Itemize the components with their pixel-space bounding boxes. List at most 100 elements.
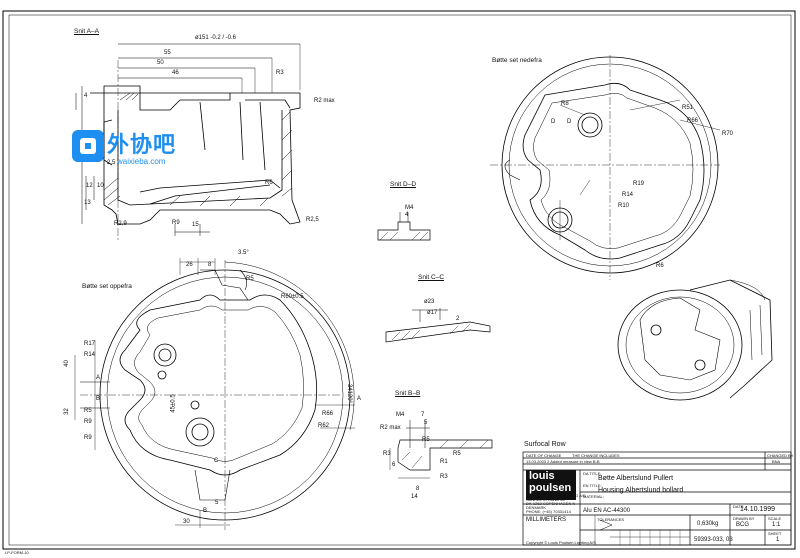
dim-2-cc: 2 — [456, 316, 460, 322]
weight-value: 0,630kg — [697, 521, 719, 527]
dim-55: 55 — [164, 50, 171, 56]
section-bb-title: Snit B–B — [395, 390, 421, 397]
dim-r2-9: R2,9 — [114, 221, 127, 227]
dim-r70: R70 — [722, 131, 734, 137]
scale-value: 1:1 — [772, 522, 781, 528]
dim-r62: R62 — [318, 423, 330, 429]
section-aa-title: Snit A–A — [74, 28, 99, 35]
dim-r2max-bb: R2 max — [380, 425, 401, 431]
dim-r10: R10 — [618, 203, 630, 209]
watermark-url: waixieba.com — [117, 157, 166, 166]
dim-d23: ø23 — [424, 299, 435, 305]
changed-by-value: BNA — [772, 459, 781, 464]
section-cc-title: Snit C–C — [418, 274, 445, 281]
title-en-label: EN TITLE: — [583, 483, 602, 488]
brand-line-2: poulsen — [529, 482, 572, 494]
dim-r8-top: R8 — [561, 101, 569, 107]
dim-2-5: 2.5 — [107, 160, 116, 166]
address-2: DK-1262 COPENHAGEN K — [526, 501, 576, 506]
dim-r9-left-2: R9 — [84, 435, 92, 441]
bottom-view-title: Bøtte set oppefra — [82, 283, 132, 290]
dim-r66: R66 — [687, 118, 699, 124]
rev-row: 13.03.2003 2 Added measure in view B-B — [526, 459, 600, 464]
iso-view-title: Surfocal Row — [524, 441, 566, 448]
sheet-label: SHEET — [768, 531, 782, 536]
dim-50: 50 — [157, 60, 164, 66]
title-block — [522, 451, 792, 546]
dim-10: 10 — [97, 183, 104, 189]
dim-30-bottom: 30 — [183, 519, 190, 525]
dim-14-bb: 14 — [411, 494, 418, 500]
dim-5-bottom: 5 — [215, 500, 219, 506]
dim-angle-top: 3.5° — [238, 250, 249, 256]
section-mark-d2: D — [567, 119, 572, 125]
dim-r19: R19 — [633, 181, 645, 187]
dim-r66-bottom: R66 — [322, 411, 334, 417]
dim-r14-bottom: R14 — [84, 352, 96, 358]
dim-r3b-bb: R3 — [440, 474, 448, 480]
sheet-value: 1 — [776, 537, 780, 543]
section-cc-drawing — [385, 308, 491, 343]
material-value: Alu EN AC-44300 — [583, 508, 631, 514]
sheet-inner-frame — [8, 14, 792, 546]
dim-r3: R3 — [276, 70, 284, 76]
dim-32: 32 — [63, 408, 70, 415]
section-bb-drawing — [389, 420, 493, 479]
dim-15: 15 — [192, 222, 199, 228]
top-view-title: Bøtte set nedefra — [492, 57, 542, 64]
form-id: LP-FORM-10 — [5, 550, 29, 555]
section-mark-d1: D — [551, 119, 556, 125]
section-dd-drawing — [377, 212, 431, 241]
dim-r9: R9 — [172, 220, 180, 226]
dim-8-bb: 8 — [416, 486, 420, 492]
dim-26: 26 — [186, 262, 193, 268]
dim-r9-left: R9 — [84, 419, 92, 425]
rev-header-change: THE CHANGE INCLUDES — [572, 453, 620, 458]
dim-r5-bottom: R5 — [246, 276, 254, 282]
dim-m4-bb: M4 — [396, 412, 405, 418]
section-mark-c: C — [214, 458, 219, 464]
company-name: LOUIS POULSEN LIGHTING A/S — [526, 493, 586, 498]
dim-13: 13 — [84, 200, 91, 206]
date-value: 14.10.1999 — [740, 506, 776, 513]
section-mark-a1: A — [96, 375, 101, 381]
dim-8: 8 — [208, 262, 212, 268]
dim-6-bb: 6 — [392, 462, 396, 468]
drawn-by-value: BCG — [736, 522, 750, 528]
dim-r2max: R2 max — [314, 98, 335, 104]
material-label: MATERIAL: — [583, 494, 604, 499]
dim-r14: R14 — [622, 192, 634, 198]
dim-r2-5: R2,5 — [306, 217, 319, 223]
top-view-drawing — [490, 55, 721, 280]
dim-r6: R6 — [265, 180, 273, 186]
dim-4-dd: 4 — [405, 212, 409, 218]
dim-46: 46 — [172, 70, 179, 76]
units-label: MILLIMETERS — [526, 517, 567, 523]
dim-r1-bb: R1 — [440, 459, 448, 465]
watermark-brand: 外协吧 — [107, 133, 177, 158]
title-da-label: DA TITLE: — [583, 471, 602, 476]
dim-r5-left: R5 — [84, 408, 92, 414]
section-mark-a2: A — [357, 396, 362, 402]
copyright: Copyright © Louis Poulsen Lighting A/S — [526, 540, 596, 545]
drawn-by-label: DRAWN BY — [733, 516, 755, 521]
dim-d17: ø17 — [427, 310, 438, 316]
louis-poulsen-logo: louis poulsen — [526, 470, 576, 500]
part-number: 59393-033, 03 — [694, 537, 733, 543]
dim-40: 40 — [63, 360, 70, 367]
dim-r17: R17 — [84, 341, 96, 347]
date-label: DATE: — [733, 504, 745, 509]
dim-r6-top: R6 — [656, 263, 664, 269]
sheet-frame — [2, 10, 796, 550]
dim-7-bb: 7 — [421, 412, 425, 418]
dim-r3-bb: R3 — [383, 451, 391, 457]
title-en: Housing Albertslund bollard — [598, 487, 684, 494]
section-mark-b1: B — [96, 396, 101, 402]
address-1: SANKEL STRAND 30 — [526, 497, 565, 502]
dim-12: 12 — [86, 183, 93, 189]
section-mark-b2: B — [203, 508, 208, 514]
bottom-view-drawing — [74, 258, 355, 530]
scale-label: SCALE — [768, 516, 782, 521]
dim-4: 4 — [84, 93, 88, 99]
